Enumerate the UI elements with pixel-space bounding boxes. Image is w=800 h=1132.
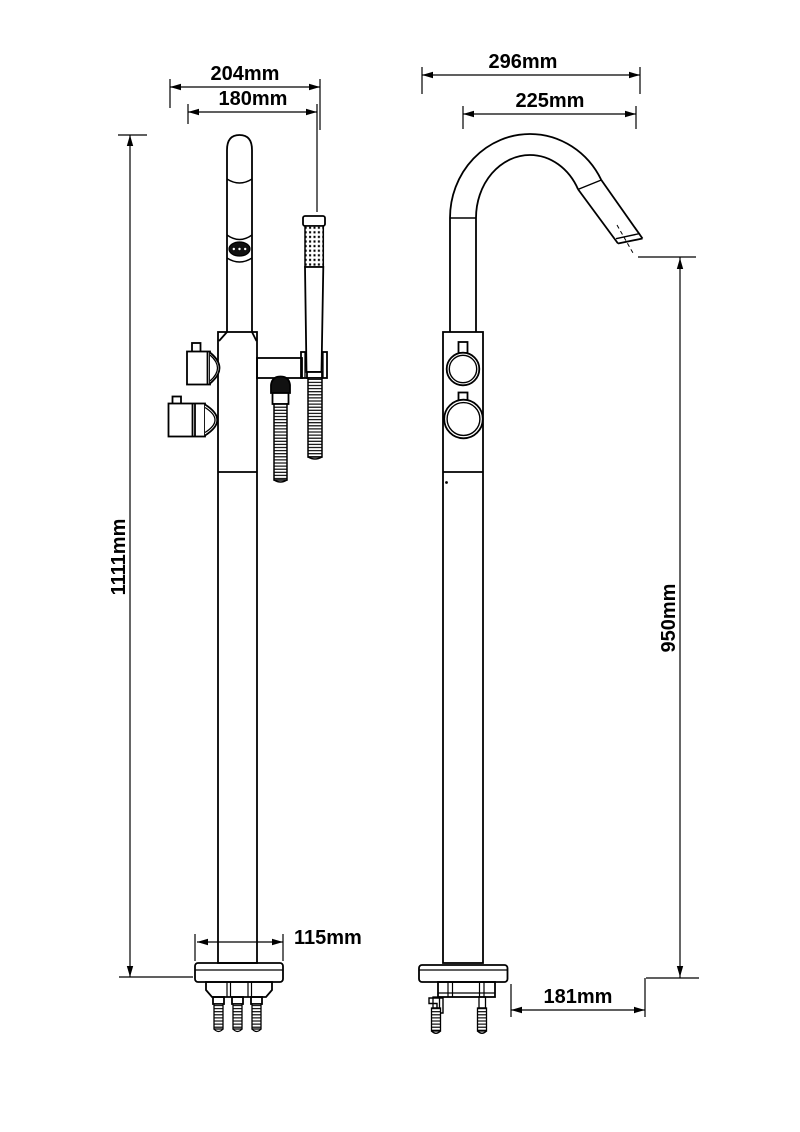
dim-side-spout-reach: 225mm xyxy=(462,90,637,129)
base-flange xyxy=(194,962,284,983)
lower-knob xyxy=(443,398,484,440)
front-handles xyxy=(167,342,221,438)
side-spout-gooseneck xyxy=(449,133,644,332)
upper-handle xyxy=(186,350,211,386)
front-view xyxy=(167,134,328,1033)
handshower-face xyxy=(304,225,325,268)
holder-arm xyxy=(256,357,303,379)
upper-knob-tab xyxy=(457,341,469,354)
dim-front-base-width: 115mm xyxy=(194,927,362,961)
dim-label-front-spout-spacing: 180mm xyxy=(219,88,288,110)
dim-label-side-base-to-spout: 181mm xyxy=(544,986,613,1008)
front-valve-body xyxy=(217,331,258,964)
dim-label-side-overall-reach: 296mm xyxy=(489,51,558,73)
dim-side-base-to-spout: 181mm xyxy=(510,978,646,1017)
dimension-annotations: 204mm 180mm 1111mm 115mm xyxy=(108,51,699,1017)
base-bracket xyxy=(437,981,496,998)
upper-knob xyxy=(445,351,481,387)
dim-label-side-spout-height: 950mm xyxy=(658,584,680,653)
handshower-handle xyxy=(304,266,325,373)
base-bracket xyxy=(205,981,273,998)
handshower-connector xyxy=(306,371,323,379)
handshower-cap xyxy=(302,215,326,227)
side-valve-body xyxy=(442,331,484,964)
dim-front-overall-width: 204mm xyxy=(169,63,321,130)
handshower-hose xyxy=(307,377,323,458)
front-spout-column xyxy=(226,134,253,332)
side-view xyxy=(418,133,644,1034)
dim-side-spout-height: 950mm xyxy=(638,256,699,979)
dim-label-front-base-width: 115mm xyxy=(294,927,362,949)
dim-label-side-spout-reach: 225mm xyxy=(516,90,585,112)
supply-tails xyxy=(212,996,263,1033)
dim-front-total-height: 1111mm xyxy=(108,134,193,978)
hose-nut xyxy=(270,375,291,394)
front-base-assembly xyxy=(194,962,284,1033)
lower-handle xyxy=(167,402,206,438)
front-handshower-assembly xyxy=(256,215,328,483)
supply-tails xyxy=(430,996,488,1034)
side-base-assembly xyxy=(418,964,509,1034)
dim-label-front-overall-width: 204mm xyxy=(211,63,280,85)
base-flange xyxy=(418,964,509,983)
outlet-hose xyxy=(273,403,288,481)
dim-side-overall-reach: 296mm xyxy=(421,51,641,94)
dim-front-spout-spacing: 180mm xyxy=(187,88,318,212)
dim-label-front-total-height: 1111mm xyxy=(108,519,130,596)
